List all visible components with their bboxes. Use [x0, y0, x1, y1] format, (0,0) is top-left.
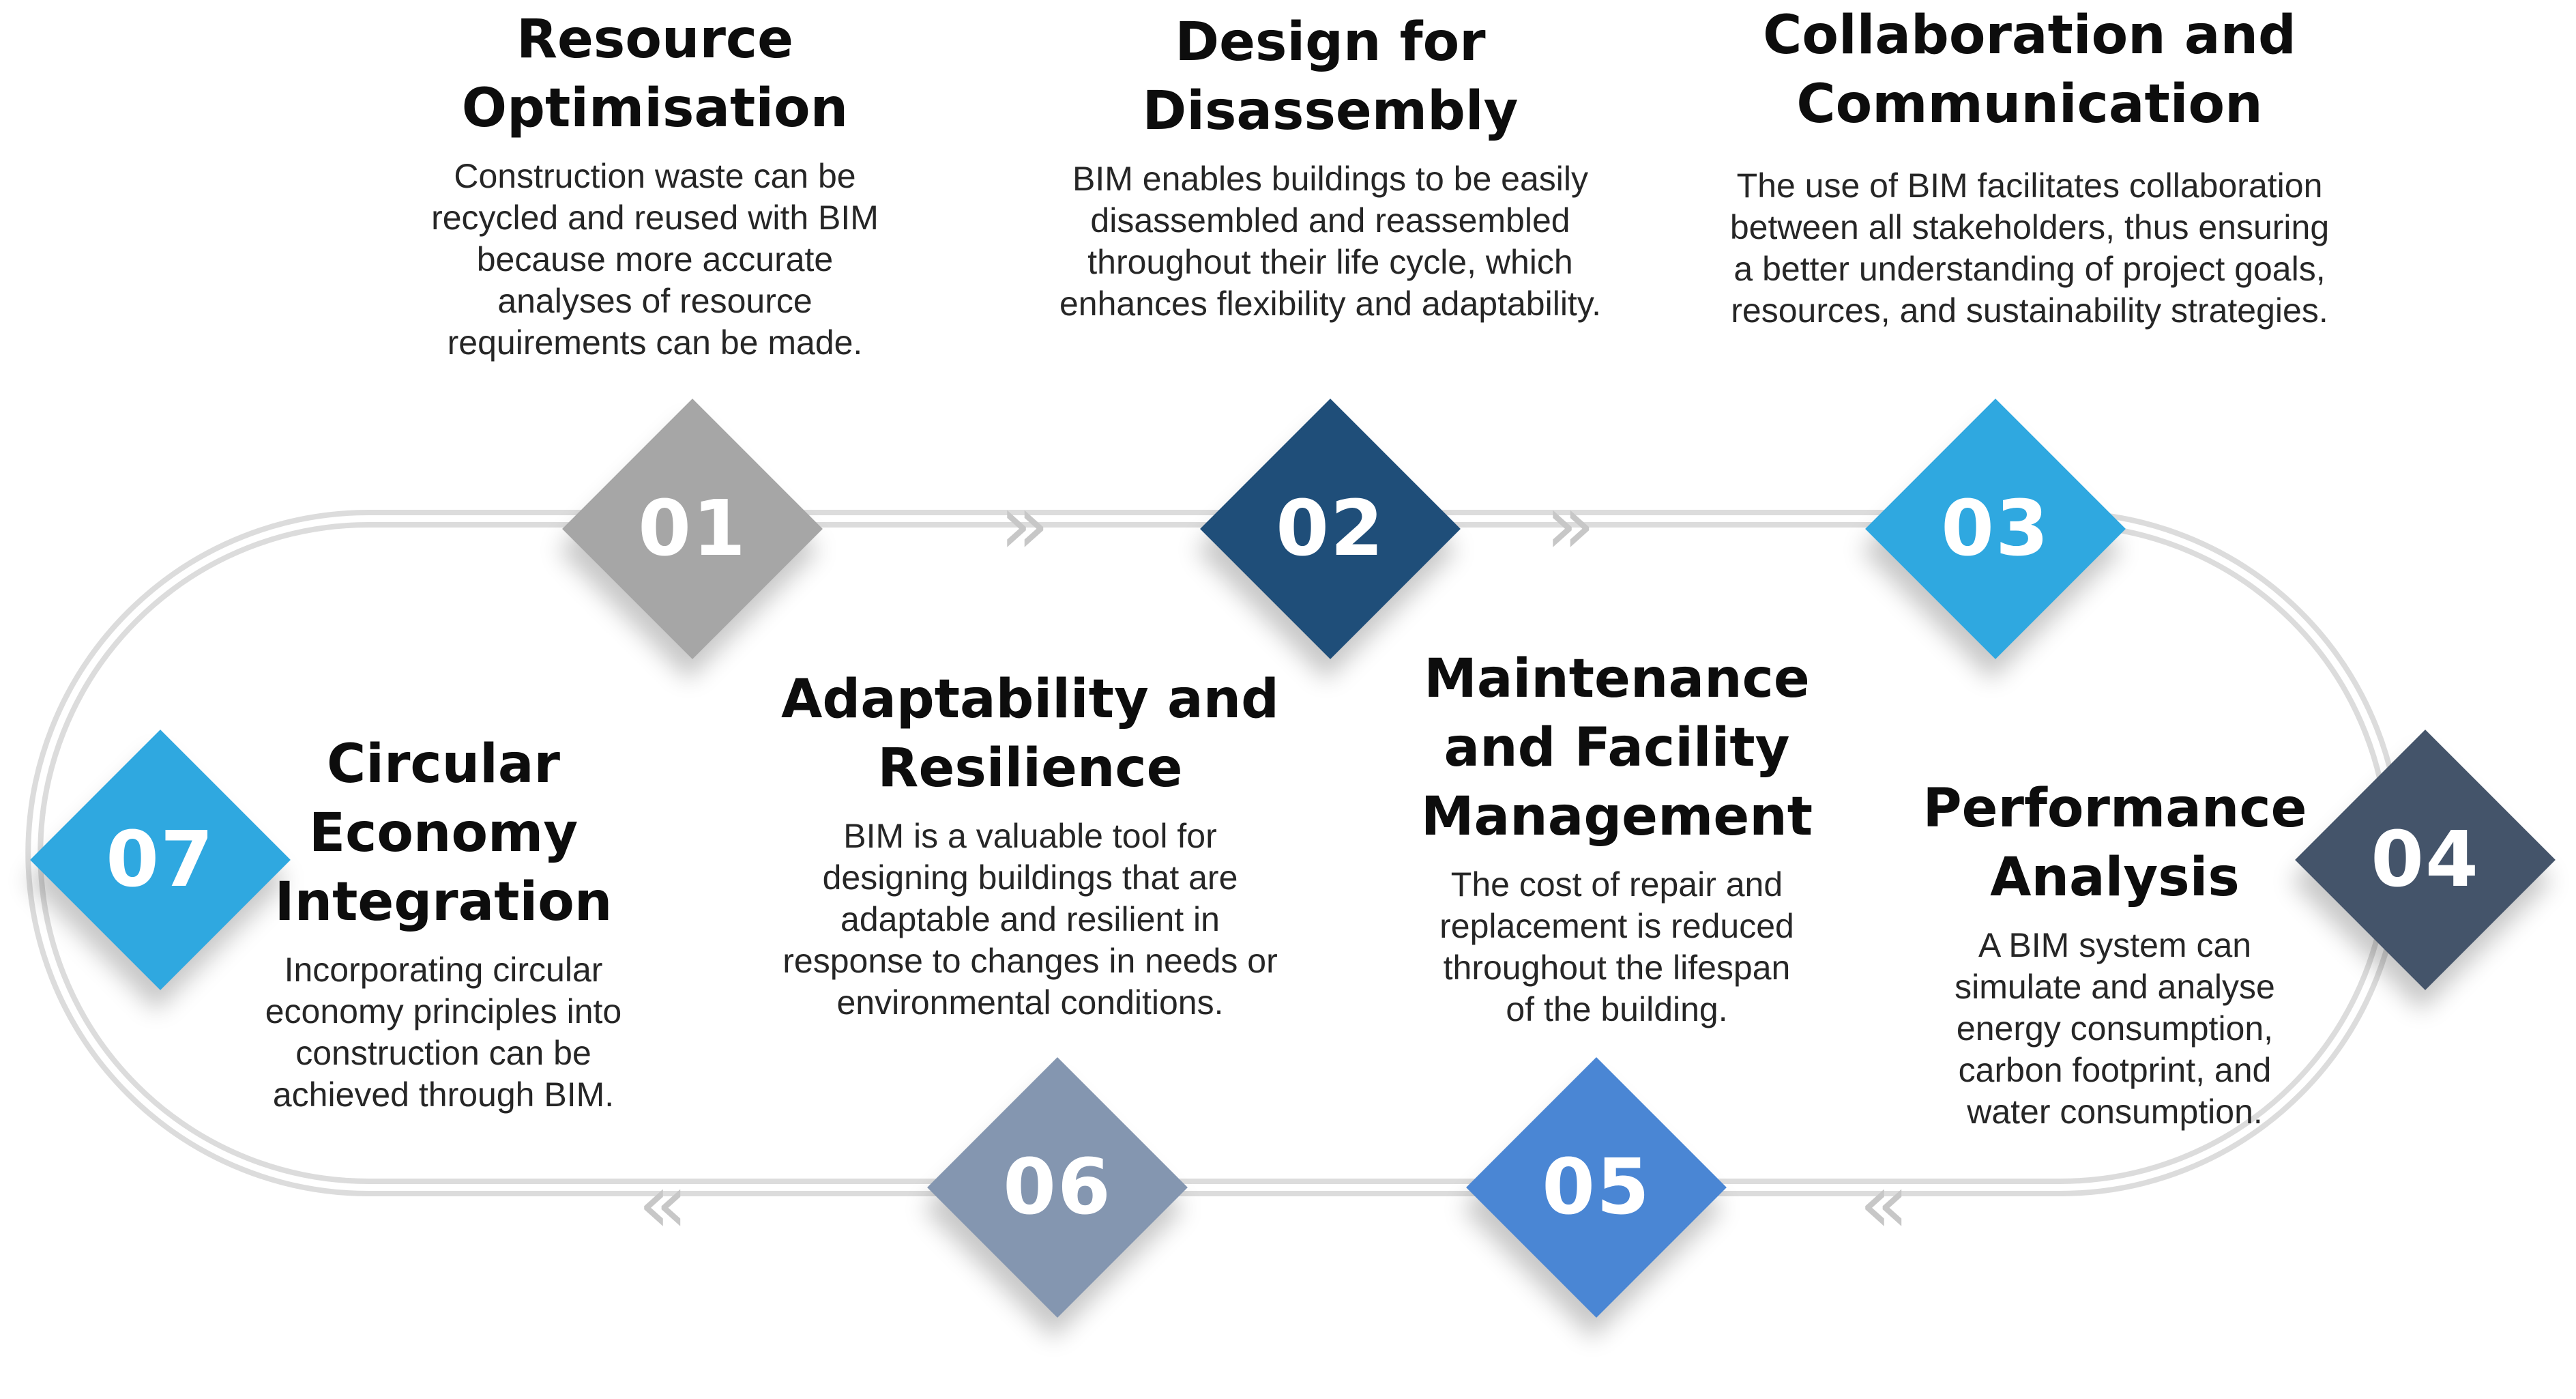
desc-line: BIM enables buildings to be easily	[1072, 160, 1588, 198]
step-04-description: A BIM system can simulate and analyse en…	[1903, 925, 2326, 1133]
desc-line: recycled and reused with BIM	[431, 199, 879, 237]
backward-arrow-icon: «	[638, 1157, 688, 1252]
step-01-title-line-2: Optimisation	[461, 78, 849, 139]
step-02-text: Design for Disassembly BIM enables build…	[1023, 8, 1637, 325]
step-05-description: The cost of repair and replacement is re…	[1399, 864, 1835, 1030]
step-04-text: Performance Analysis A BIM system can si…	[1903, 775, 2326, 1133]
step-07-title-line-2: Economy	[308, 803, 579, 864]
desc-line: carbon footprint, and	[1958, 1051, 2272, 1089]
desc-line: Incorporating circular	[284, 951, 603, 989]
desc-line: throughout their life cycle, which	[1087, 243, 1573, 281]
step-07-number: 07	[106, 816, 215, 904]
step-05-title-line-3: Management	[1420, 786, 1813, 848]
desc-line: construction can be	[295, 1034, 591, 1072]
step-07-description: Incorporating circular economy principle…	[239, 949, 648, 1116]
step-06-number: 06	[1003, 1143, 1112, 1232]
step-05-number: 05	[1542, 1143, 1651, 1232]
step-03-description: The use of BIM facilitates collaboration…	[1688, 165, 2371, 332]
step-06-text: Adaptability and Resilience BIM is a val…	[764, 665, 1296, 1024]
step-03-text: Collaboration and Communication The use …	[1688, 1, 2371, 332]
desc-line: adaptable and resilient in	[840, 900, 1220, 938]
forward-arrow-icon: »	[999, 478, 1050, 573]
desc-line: resources, and sustainability strategies…	[1731, 291, 2328, 330]
step-01-number: 01	[638, 485, 747, 573]
desc-line: between all stakeholders, thus ensuring	[1729, 208, 2330, 246]
step-01-description: Construction waste can be recycled and r…	[382, 156, 928, 364]
desc-line: environmental conditions.	[836, 983, 1224, 1022]
desc-line: simulate and analyse	[1955, 968, 2275, 1006]
desc-line: designing buildings that are	[822, 859, 1238, 897]
desc-line: throughout the lifespan	[1443, 949, 1791, 987]
desc-line: analyses of resource	[497, 282, 813, 320]
step-02-description: BIM enables buildings to be easily disas…	[1023, 158, 1637, 325]
desc-line: water consumption.	[1967, 1093, 2263, 1131]
step-07-title-line-1: Circular	[326, 734, 561, 795]
desc-line: replacement is reduced	[1439, 907, 1794, 945]
step-03-number: 03	[1941, 485, 2050, 573]
desc-line: The use of BIM facilitates collaboration	[1736, 167, 2323, 205]
desc-line: economy principles into	[265, 992, 622, 1030]
desc-line: enhances flexibility and adaptability.	[1059, 285, 1602, 323]
desc-line: The cost of repair and	[1450, 865, 1783, 904]
desc-line: requirements can be made.	[447, 323, 863, 362]
desc-line: disassembled and reassembled	[1090, 201, 1570, 240]
step-04-number: 04	[2371, 816, 2480, 904]
desc-line: because more accurate	[476, 240, 834, 278]
step-05-title-line-2: and Facility	[1444, 717, 1790, 779]
step-01-title-line-1: Resource	[516, 9, 794, 70]
desc-line: response to changes in needs or	[782, 942, 1278, 980]
step-04-title-line-2: Analysis	[1990, 847, 2240, 908]
step-06-title-line-2: Resilience	[877, 738, 1183, 799]
step-05-title-line-1: Maintenance	[1424, 648, 1810, 710]
desc-line: of the building.	[1506, 990, 1728, 1028]
step-04-title-line-1: Performance	[1922, 778, 2307, 839]
step-07-text: Circular Economy Integration Incorporati…	[239, 730, 648, 1116]
desc-line: achieved through BIM.	[272, 1076, 615, 1114]
step-01-text: Resource Optimisation Construction waste…	[382, 5, 928, 364]
desc-line: energy consumption,	[1956, 1009, 2274, 1048]
step-06-title-line-1: Adaptability and	[781, 669, 1279, 730]
forward-arrow-icon: »	[1545, 478, 1596, 573]
step-03-title-line-1: Collaboration and	[1763, 5, 2296, 66]
backward-arrow-icon: «	[1859, 1157, 1909, 1252]
step-02-title-line-2: Disassembly	[1142, 81, 1519, 142]
desc-line: BIM is a valuable tool for	[843, 817, 1217, 855]
step-07-title-line-3: Integration	[274, 871, 613, 933]
step-05-text: Maintenance and Facility Management The …	[1399, 645, 1835, 1030]
step-02-title-line-1: Design for	[1175, 12, 1486, 73]
desc-line: a better understanding of project goals,	[1733, 250, 2326, 288]
step-02-number: 02	[1276, 485, 1385, 573]
desc-line: Construction waste can be	[454, 157, 856, 195]
desc-line: A BIM system can	[1978, 926, 2252, 964]
step-06-description: BIM is a valuable tool for designing bui…	[764, 816, 1296, 1024]
step-03-title-line-2: Communication	[1796, 74, 2263, 135]
